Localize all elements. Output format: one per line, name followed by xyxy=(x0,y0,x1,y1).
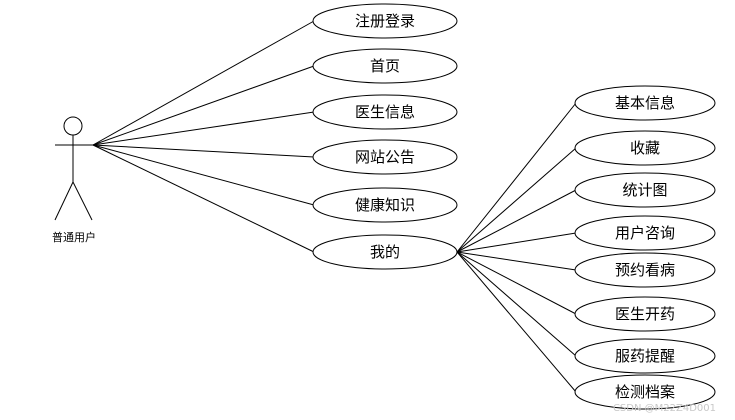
use-case-label: 收藏 xyxy=(630,139,660,157)
actor-left-leg xyxy=(54,181,74,221)
use-case-ellipse xyxy=(574,215,716,251)
use-case-ellipse xyxy=(312,187,458,223)
use-case-label: 检测档案 xyxy=(615,383,675,401)
use-case-doctor-info: 医生信息 xyxy=(312,94,458,130)
use-case-label: 网站公告 xyxy=(355,148,415,166)
association-actor-doctor-info xyxy=(92,111,315,146)
use-case-ellipse xyxy=(574,296,716,332)
association-actor-register-login xyxy=(92,20,315,146)
actor-normal-user: 普通用户 xyxy=(52,116,96,244)
use-case-label: 首页 xyxy=(370,57,400,75)
use-case-ellipse xyxy=(312,48,458,84)
use-case-ellipse xyxy=(574,130,716,166)
use-case-label: 基本信息 xyxy=(615,94,675,112)
association-mine-doctor-prescribe xyxy=(456,251,577,315)
association-actor-site-notice xyxy=(92,144,315,158)
use-case-ellipse xyxy=(312,94,458,130)
use-case-label: 我的 xyxy=(370,243,400,261)
association-actor-mine xyxy=(92,144,315,253)
use-case-ellipse xyxy=(312,3,458,39)
use-case-home: 首页 xyxy=(312,48,458,84)
use-case-test-records: 检测档案 xyxy=(574,374,716,410)
use-case-health-knowledge: 健康知识 xyxy=(312,187,458,223)
use-case-label: 医生信息 xyxy=(355,103,415,121)
use-case-ellipse xyxy=(312,139,458,175)
association-mine-statistics-chart xyxy=(456,189,577,253)
use-case-site-notice: 网站公告 xyxy=(312,139,458,175)
association-mine-favorites xyxy=(456,147,577,253)
association-mine-medication-reminder xyxy=(456,251,577,357)
use-case-mine: 我的 xyxy=(312,234,458,270)
use-case-label: 预约看病 xyxy=(615,261,675,279)
use-case-label: 统计图 xyxy=(622,181,667,199)
watermark: CSDN @M22Z4D001 xyxy=(613,403,716,414)
use-case-statistics-chart: 统计图 xyxy=(574,172,716,208)
actor-right-leg xyxy=(72,181,93,221)
association-lines xyxy=(92,20,577,393)
association-mine-test-records xyxy=(456,251,577,393)
actor-label: 普通用户 xyxy=(52,230,96,244)
use-case-basic-info: 基本信息 xyxy=(574,85,716,121)
use-case-medication-reminder: 服药提醒 xyxy=(574,338,716,374)
association-mine-appointment xyxy=(456,251,577,271)
use-case-user-consult: 用户咨询 xyxy=(574,215,716,251)
association-mine-user-consult xyxy=(456,232,577,253)
use-case-ellipse xyxy=(574,85,716,121)
actor-head xyxy=(63,116,83,136)
use-case-favorites: 收藏 xyxy=(574,130,716,166)
use-case-label: 健康知识 xyxy=(355,196,415,214)
use-case-register-login: 注册登录 xyxy=(312,3,458,39)
use-case-label: 用户咨询 xyxy=(615,224,675,242)
association-actor-home xyxy=(92,65,315,146)
association-mine-basic-info xyxy=(456,102,577,253)
use-case-ellipse xyxy=(312,234,458,270)
use-case-label: 服药提醒 xyxy=(615,347,675,365)
use-case-appointment: 预约看病 xyxy=(574,252,716,288)
use-case-ellipse xyxy=(574,338,716,374)
use-case-doctor-prescribe: 医生开药 xyxy=(574,296,716,332)
use-case-ellipse xyxy=(574,374,716,410)
association-actor-health-knowledge xyxy=(92,144,315,206)
use-case-ellipse xyxy=(574,252,716,288)
use-case-ellipse xyxy=(574,172,716,208)
use-case-label: 医生开药 xyxy=(615,305,675,323)
use-case-label: 注册登录 xyxy=(355,12,415,30)
